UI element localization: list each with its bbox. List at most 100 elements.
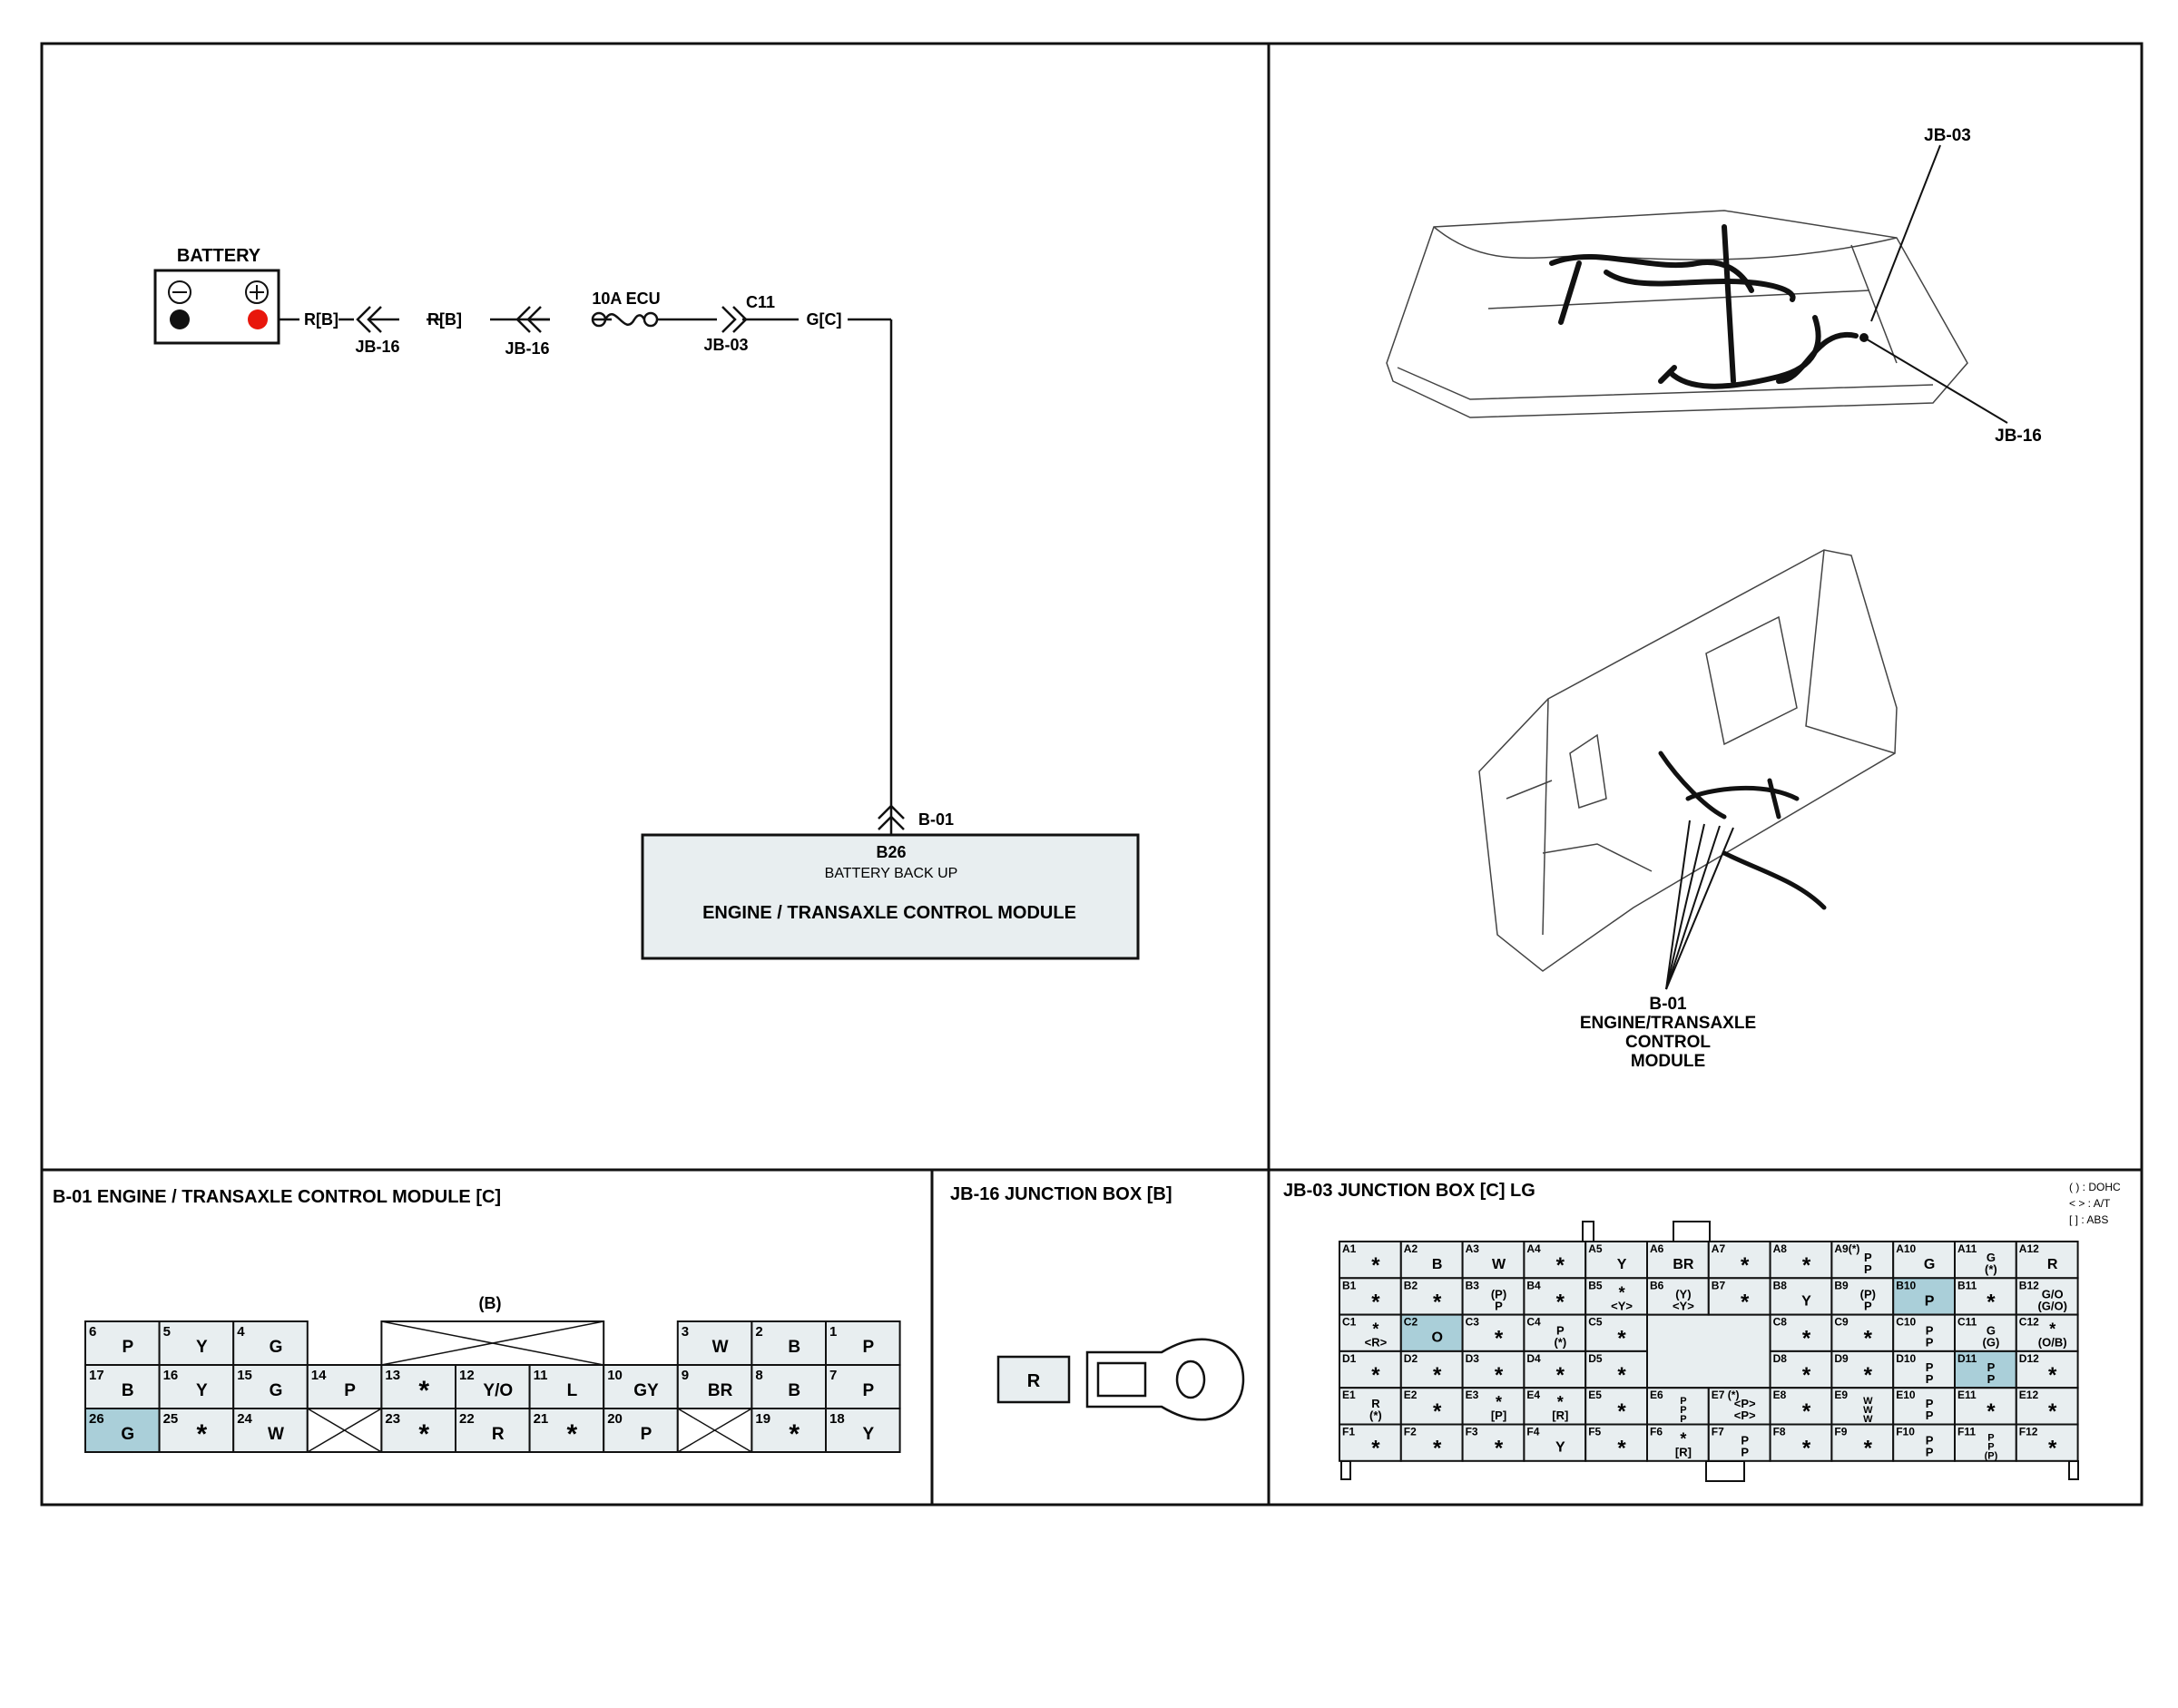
wire-color: P — [641, 1425, 652, 1444]
wire-label-r-b-1: R[B] — [304, 310, 338, 329]
jb03-pin-B2: B2* — [1399, 1277, 1464, 1316]
pin-number: B9 — [1834, 1279, 1849, 1291]
b01-connector-label: B-01 — [918, 810, 954, 829]
jb03-pin-F2: F2* — [1399, 1423, 1464, 1462]
jb03-pin-A1: A1* — [1339, 1241, 1402, 1280]
pin-number: A2 — [1404, 1242, 1418, 1255]
b01-connector-icon — [878, 804, 905, 830]
wire-color: R — [2047, 1257, 2058, 1272]
wire-color: * — [1987, 1399, 1996, 1424]
pin-number: A12 — [2019, 1242, 2039, 1255]
wire-color: P — [862, 1338, 874, 1357]
jb03-pin-F8: F8* — [1769, 1423, 1833, 1462]
wire-color: P — [1864, 1299, 1872, 1312]
wire-color: GY — [633, 1381, 659, 1400]
wire-color: P — [1556, 1324, 1565, 1338]
wire-color: P — [1680, 1405, 1686, 1416]
pin-number: B4 — [1526, 1279, 1541, 1291]
jb03-pin-E1: E1R(*) — [1339, 1387, 1402, 1426]
b01-pin-21: 21* — [528, 1408, 605, 1453]
pin-number: D8 — [1773, 1352, 1788, 1365]
wire-color: P — [1741, 1434, 1749, 1448]
vehicle-dashboard-drawing — [1386, 210, 1968, 418]
pin-number: E8 — [1773, 1389, 1787, 1401]
wire-color: * — [1617, 1327, 1626, 1351]
jb16-terminal-drawing: R — [996, 1338, 1245, 1421]
wire-color: Y — [1801, 1293, 1811, 1309]
locator-views: JB-03 JB-16 B-01 ENGINE/TRANSAXLE CONTRO… — [1386, 126, 2042, 1071]
wire-color: * — [1741, 1253, 1750, 1278]
wire-color: W — [268, 1425, 284, 1444]
wire-color: G — [1987, 1324, 1996, 1338]
wire-color: * — [1371, 1253, 1380, 1278]
jb03-pin-A3: A3W — [1461, 1241, 1526, 1280]
pin-number: A3 — [1466, 1242, 1480, 1255]
wire-color: * — [1371, 1437, 1380, 1461]
jb03-pin-B8: B8Y — [1769, 1277, 1833, 1316]
battery-negative-terminal — [170, 309, 190, 329]
pin-number: A10 — [1896, 1242, 1916, 1255]
pin-number: 20 — [607, 1411, 623, 1427]
jb16-label-b: JB-16 — [505, 339, 549, 358]
wire-color: (G/O) — [2037, 1299, 2067, 1312]
jb03-pin-D4: D4* — [1523, 1350, 1587, 1389]
pin-number: F10 — [1896, 1426, 1915, 1438]
jb03-pin-C3: C3* — [1461, 1313, 1526, 1352]
pin-number: E11 — [1957, 1389, 1977, 1401]
b01-pin-11: 11L — [528, 1364, 605, 1409]
pin-number: E1 — [1342, 1389, 1356, 1401]
wire-color: * — [1433, 1437, 1442, 1461]
b01-pin-20: 20P — [603, 1408, 679, 1453]
pin-number: 19 — [755, 1411, 770, 1427]
pin-number: 2 — [755, 1324, 762, 1340]
b01-connector-face: 6P5Y4G3W2B1P17B16Y15G14P13*12Y/O11L10GY9… — [84, 1320, 901, 1453]
wire-color: P — [1987, 1360, 1996, 1374]
b01-pin-25: 25* — [158, 1408, 235, 1453]
jb03-pin-C9: C9* — [1830, 1313, 1895, 1352]
locator-b01-line-2: ENGINE/TRANSAXLE — [1580, 1014, 1756, 1033]
b01-blank-cell — [306, 1408, 383, 1453]
wire-color: P — [1925, 1293, 1935, 1309]
pin-number: E7 (*) — [1712, 1389, 1740, 1401]
ecm-module-name: ENGINE / TRANSAXLE CONTROL MODULE — [702, 903, 1076, 923]
jb03-connector-title: JB-03 JUNCTION BOX [C] LG — [1283, 1181, 1535, 1201]
wire-color: G — [270, 1381, 283, 1400]
wire-color: G/O — [2042, 1287, 2064, 1301]
wire-color: [R] — [1675, 1446, 1692, 1459]
b01-pin-15: 15G — [232, 1364, 309, 1409]
wire-color: * — [1556, 1290, 1565, 1314]
wire-color: * — [1433, 1363, 1442, 1388]
pin-number: D5 — [1588, 1352, 1603, 1365]
b01-pin-9: 9BR — [676, 1364, 753, 1409]
pin-number: 6 — [89, 1324, 96, 1340]
wire-color: [R] — [1552, 1409, 1568, 1422]
wire-color: <Y> — [1611, 1299, 1633, 1312]
pin-number: 13 — [385, 1368, 400, 1383]
jb03-pin-F4: F4Y — [1523, 1423, 1587, 1462]
dashboard-harness-drawing — [1549, 224, 1859, 389]
fuse-icon — [591, 311, 659, 328]
wire-color: P — [122, 1338, 133, 1357]
wire-color: Y — [196, 1338, 208, 1357]
wire-color: (G) — [1983, 1336, 2000, 1350]
jb03-pin-C8: C8* — [1769, 1313, 1833, 1352]
jb03-pin-F5: F5* — [1584, 1423, 1648, 1462]
b01-pin-16: 16Y — [158, 1364, 235, 1409]
wire-color: (*) — [1985, 1262, 1997, 1276]
jb03-pin-D1: D1* — [1339, 1350, 1402, 1389]
b01-pin-4: 4G — [232, 1320, 309, 1366]
pin-number: 9 — [682, 1368, 689, 1383]
wire-color: W — [1492, 1257, 1506, 1272]
pin-number: F4 — [1526, 1426, 1539, 1438]
ecm-module-box: B26 BATTERY BACK UP ENGINE / TRANSAXLE C… — [641, 833, 1140, 960]
wire-color: * — [2048, 1399, 2057, 1424]
jb03-pin-F9: F9* — [1830, 1423, 1895, 1462]
